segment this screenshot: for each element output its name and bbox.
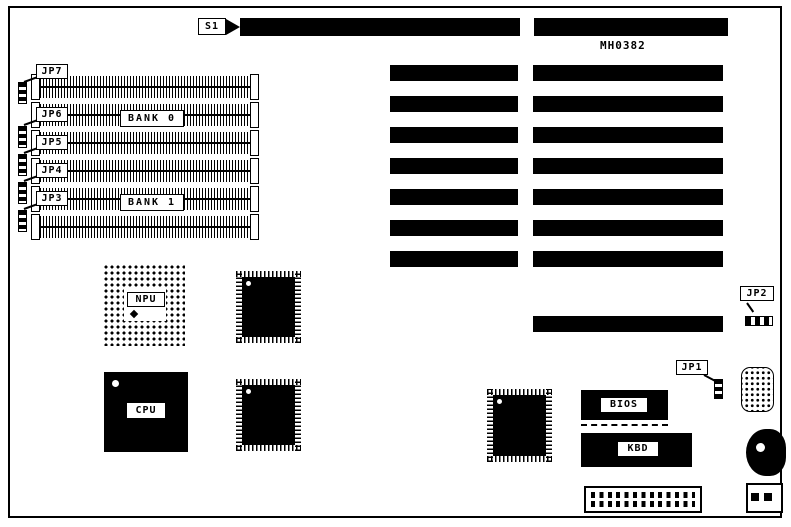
jumper-label-jp2: JP2 — [740, 286, 774, 301]
bank0-label: BANK 0 — [120, 110, 184, 127]
simm-socket — [40, 76, 250, 98]
simm-socket — [40, 160, 250, 182]
expansion-slot-segment — [533, 158, 723, 174]
simm-socket-clip — [31, 74, 40, 100]
simm-socket-clip — [250, 158, 259, 184]
jumper-label-jp5: JP5 — [36, 135, 68, 150]
s1-pointer-arrow-icon — [226, 19, 240, 35]
simm-socket-clip — [250, 130, 259, 156]
jumper-label-jp4: JP4 — [36, 163, 68, 178]
expansion-slot-segment — [390, 251, 518, 267]
jumper-block-jp4 — [18, 182, 27, 204]
simm-socket-clip — [31, 214, 40, 240]
expansion-slot-segment — [390, 65, 518, 81]
qfp-pin1-marker — [497, 399, 502, 404]
board-outline — [8, 6, 782, 518]
qfp-pin1-marker — [246, 389, 251, 394]
expansion-slot-segment — [533, 251, 723, 267]
jumper-block-jp6 — [18, 126, 27, 148]
simm-socket-clip — [250, 214, 259, 240]
keyboard-connector-pad — [741, 367, 774, 412]
cpu-pin1-marker — [112, 380, 119, 387]
slot-s1-label: S1 — [198, 18, 226, 35]
simm-socket — [40, 132, 250, 154]
din-pin — [756, 443, 765, 452]
jumper-label-jp7: JP7 — [36, 64, 68, 79]
simm-socket-clip — [250, 186, 259, 212]
aux-connector-pin — [764, 493, 772, 501]
jumper-block-jp7 — [18, 82, 27, 104]
jumper-label-jp6: JP6 — [36, 107, 68, 122]
bios-label: BIOS — [600, 397, 648, 413]
expansion-slot-segment — [534, 18, 728, 36]
jumper-label-jp3: JP3 — [36, 191, 68, 206]
bank1-label: BANK 1 — [120, 194, 184, 211]
power-connector — [584, 486, 702, 513]
expansion-slot-segment — [240, 18, 520, 36]
simm-socket-clip — [250, 102, 259, 128]
simm-socket-clip — [250, 74, 259, 100]
expansion-slot-segment — [533, 220, 723, 236]
expansion-slot-segment — [390, 127, 518, 143]
simm-socket — [40, 216, 250, 238]
bios-socket-strip — [581, 424, 668, 426]
npu-label: NPU — [127, 292, 165, 307]
expansion-slot-segment — [533, 96, 723, 112]
expansion-slot-segment — [390, 189, 518, 205]
expansion-slot-segment — [390, 220, 518, 236]
jumper-label-jp1: JP1 — [676, 360, 708, 375]
expansion-slot-segment — [533, 127, 723, 143]
board-part-number: MH0382 — [600, 39, 646, 52]
din-connector-tab — [772, 438, 783, 468]
aux-connector-pin — [751, 493, 759, 501]
cpu-label: CPU — [126, 402, 166, 419]
jumper-block-jp2 — [745, 316, 773, 326]
jumper-block-jp5 — [18, 154, 27, 176]
expansion-slot-segment — [390, 96, 518, 112]
jumper-block-jp1 — [714, 379, 723, 399]
jumper-block-jp3 — [18, 210, 27, 232]
kbd-label: KBD — [617, 441, 659, 457]
qfp-pin1-marker — [246, 281, 251, 286]
expansion-slot-segment — [533, 316, 723, 332]
expansion-slot-segment — [390, 158, 518, 174]
expansion-slot-segment — [533, 189, 723, 205]
expansion-slot-segment — [533, 65, 723, 81]
